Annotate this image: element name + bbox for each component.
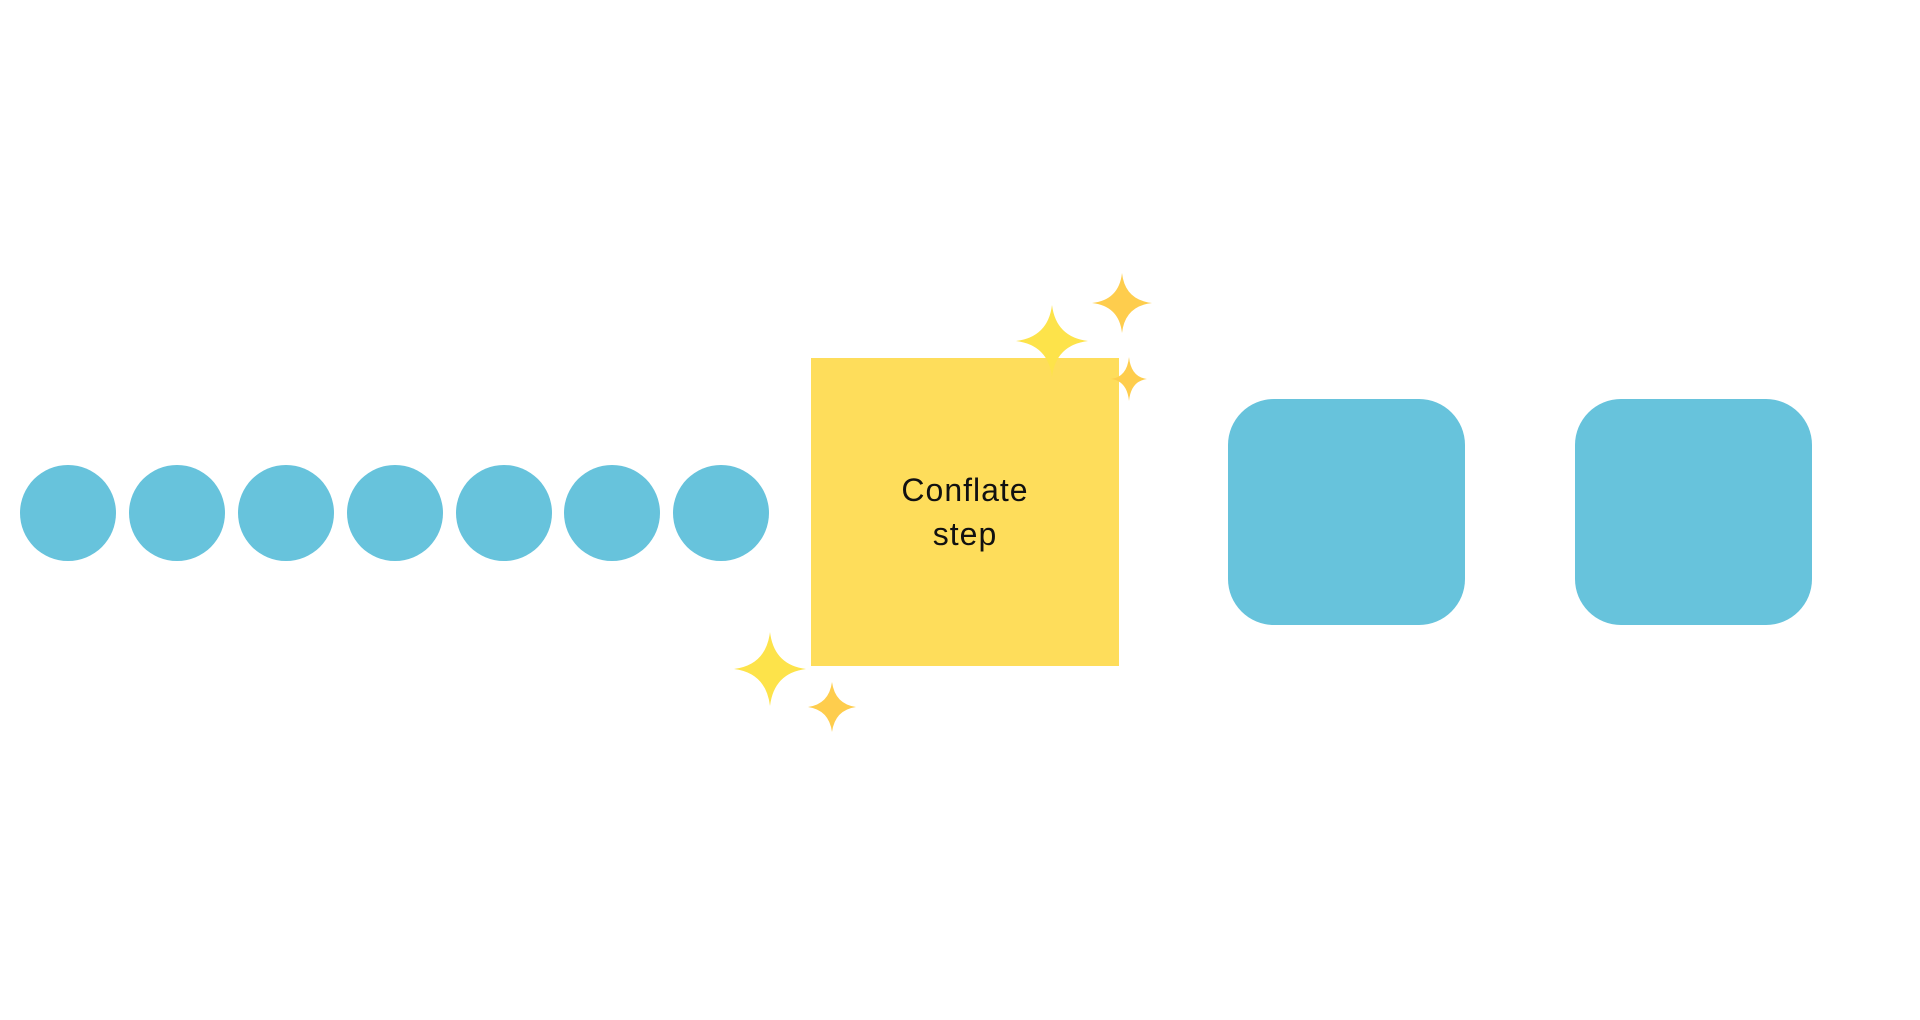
- dot-4: [347, 465, 443, 561]
- sparkle-icon: [1092, 273, 1152, 333]
- sparkle-icon: [734, 632, 806, 706]
- rounded-box-2: [1575, 399, 1812, 625]
- dot-6: [564, 465, 660, 561]
- conflate-step-box: Conflate step: [811, 358, 1119, 666]
- conflate-step-label: Conflate step: [901, 472, 1029, 552]
- dot-2: [129, 465, 225, 561]
- dot-1: [20, 465, 116, 561]
- dot-5: [456, 465, 552, 561]
- sparkle-icon: [808, 682, 856, 732]
- dot-3: [238, 465, 334, 561]
- rounded-box-1: [1228, 399, 1465, 625]
- sparkle-icon: [1111, 357, 1147, 401]
- sparkle-icon: [1016, 305, 1088, 377]
- dot-7: [673, 465, 769, 561]
